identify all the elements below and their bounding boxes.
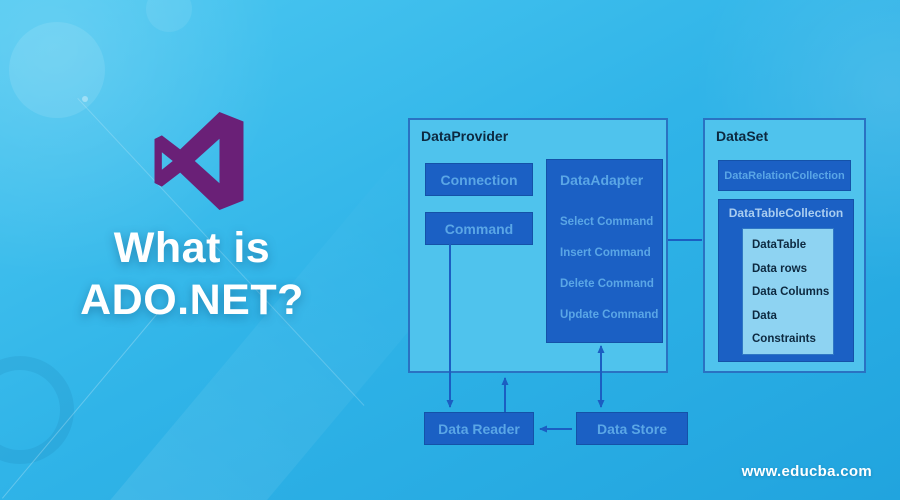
datatablecollection-box: DataTableCollection DataTable Data rows … [718, 199, 854, 362]
dataset-panel: DataSet DataRelationCollection DataTable… [703, 118, 866, 373]
datareader-label: Data Reader [438, 420, 520, 437]
datarelationcollection-label: DataRelationCollection [724, 169, 845, 182]
connection-label: Connection [440, 171, 518, 188]
decorative-line-2 [2, 314, 158, 499]
page-title-line1: What is [113, 224, 271, 272]
page-title-line2: ADO.NET? [80, 276, 304, 324]
watermark-url: www.educba.com [741, 463, 872, 480]
datastore-box: Data Store [576, 412, 688, 445]
page-title: What is ADO.NET? [48, 222, 336, 326]
list-item: Data Columns [752, 286, 830, 298]
list-item: Constraints [752, 333, 816, 345]
connection-box: Connection [425, 163, 533, 196]
decorative-ring [0, 356, 74, 464]
datatablecollection-label: DataTableCollection [728, 206, 844, 220]
visual-studio-logo-icon [154, 112, 244, 210]
dataadapter-box: DataAdapter Select Command Insert Comman… [546, 159, 663, 343]
dataprovider-label: DataProvider [421, 128, 509, 144]
list-item: Insert Command [560, 247, 651, 259]
decorative-circle-large [9, 22, 105, 118]
datatable-list-box: DataTable Data rows Data Columns Data Co… [742, 228, 834, 355]
list-item: Select Command [560, 216, 654, 228]
list-item: Delete Command [560, 278, 654, 290]
decorative-node-dot [82, 96, 88, 102]
list-item: Data rows [752, 262, 807, 275]
list-item: DataTable [752, 239, 807, 251]
command-label: Command [444, 220, 514, 237]
list-item: Update Command [560, 309, 659, 321]
datareader-box: Data Reader [424, 412, 534, 445]
dataset-label: DataSet [716, 128, 769, 144]
dataadapter-command-list: Select Command Insert Command Delete Com… [560, 207, 660, 331]
datarelationcollection-box: DataRelationCollection [718, 160, 851, 191]
dataadapter-label: DataAdapter [560, 172, 644, 188]
dataprovider-panel: DataProvider Connection Command DataAdap… [408, 118, 668, 373]
command-box: Command [425, 212, 533, 245]
decorative-circle-small [146, 0, 192, 32]
datastore-label: Data Store [596, 420, 668, 437]
list-item: Data [752, 309, 777, 322]
